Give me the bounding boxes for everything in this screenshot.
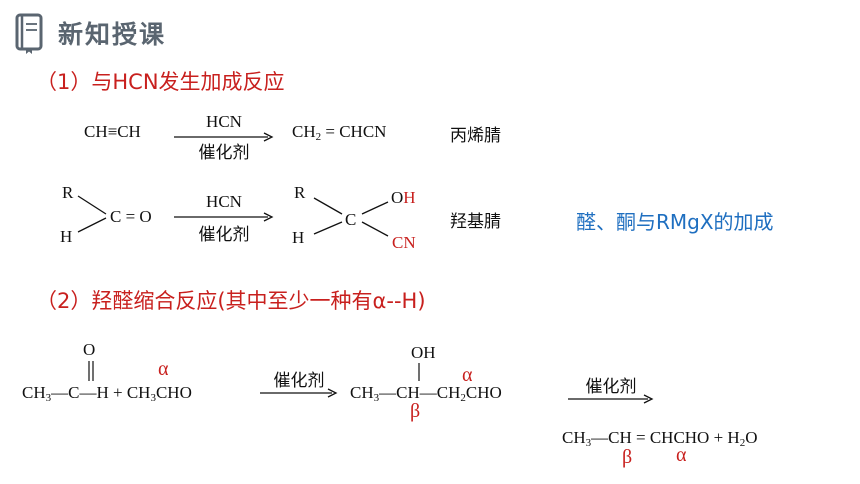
product1-formula: CH3—CH—CH2CHO xyxy=(350,383,502,404)
product1-oh-bond xyxy=(418,363,420,381)
r2-h-left: H xyxy=(60,227,73,246)
r2-r-right: R xyxy=(294,183,306,202)
product1-alpha: α xyxy=(462,364,473,386)
product2-alpha: α xyxy=(676,444,687,466)
step1-arrow: 催化剂 xyxy=(258,364,340,400)
product1-beta: β xyxy=(410,400,421,422)
r1-reactant: CH≡CH xyxy=(84,122,141,141)
r2-arrow: HCN 催化剂 xyxy=(172,188,276,248)
r2-bonds-right xyxy=(313,197,389,237)
r1-reagent-top: HCN xyxy=(206,112,242,131)
note-rmgx: 醛、酮与RMgX的加成 xyxy=(576,210,774,234)
product1-oh: OH xyxy=(411,343,436,362)
r2-h-right: H xyxy=(292,228,305,247)
r1-reagent-bottom: 催化剂 xyxy=(198,143,250,163)
r2-reagent-top: HCN xyxy=(206,192,242,211)
reactant-double-bond xyxy=(88,361,94,381)
r2-c-center: C xyxy=(345,210,357,229)
product2-formula: CH3—CH = CHCHO + H2O xyxy=(562,428,758,449)
reactant-formula: CH3—C—H + CH3CHO xyxy=(22,383,192,404)
step2-arrow: 催化剂 xyxy=(566,372,656,408)
reactant-alpha: α xyxy=(158,358,169,380)
r1-product: CH2 = CHCN xyxy=(292,122,387,143)
r2-oh: OH xyxy=(391,188,416,207)
product2-beta: β xyxy=(622,446,633,468)
section1-heading: （1）与HCN发生加成反应 xyxy=(36,70,285,94)
r1-arrow: HCN 催化剂 xyxy=(172,108,276,164)
r1-name: 丙烯腈 xyxy=(450,126,501,146)
step2-reagent: 催化剂 xyxy=(585,377,637,397)
section2-heading: （2）羟醛缩合反应(其中至少一种有α--H) xyxy=(36,289,426,313)
r2-r-left: R xyxy=(62,183,74,202)
r2-name: 羟基腈 xyxy=(450,212,501,232)
book-icon xyxy=(14,12,44,59)
r2-cn: CN xyxy=(392,233,416,252)
r2-bonds-left xyxy=(77,195,107,233)
step1-reagent: 催化剂 xyxy=(273,371,325,391)
reactant-oxygen: O xyxy=(83,340,96,359)
r2-carbonyl: C = O xyxy=(110,207,152,226)
r2-reagent-bottom: 催化剂 xyxy=(198,225,250,245)
page-title: 新知授课 xyxy=(58,20,167,49)
